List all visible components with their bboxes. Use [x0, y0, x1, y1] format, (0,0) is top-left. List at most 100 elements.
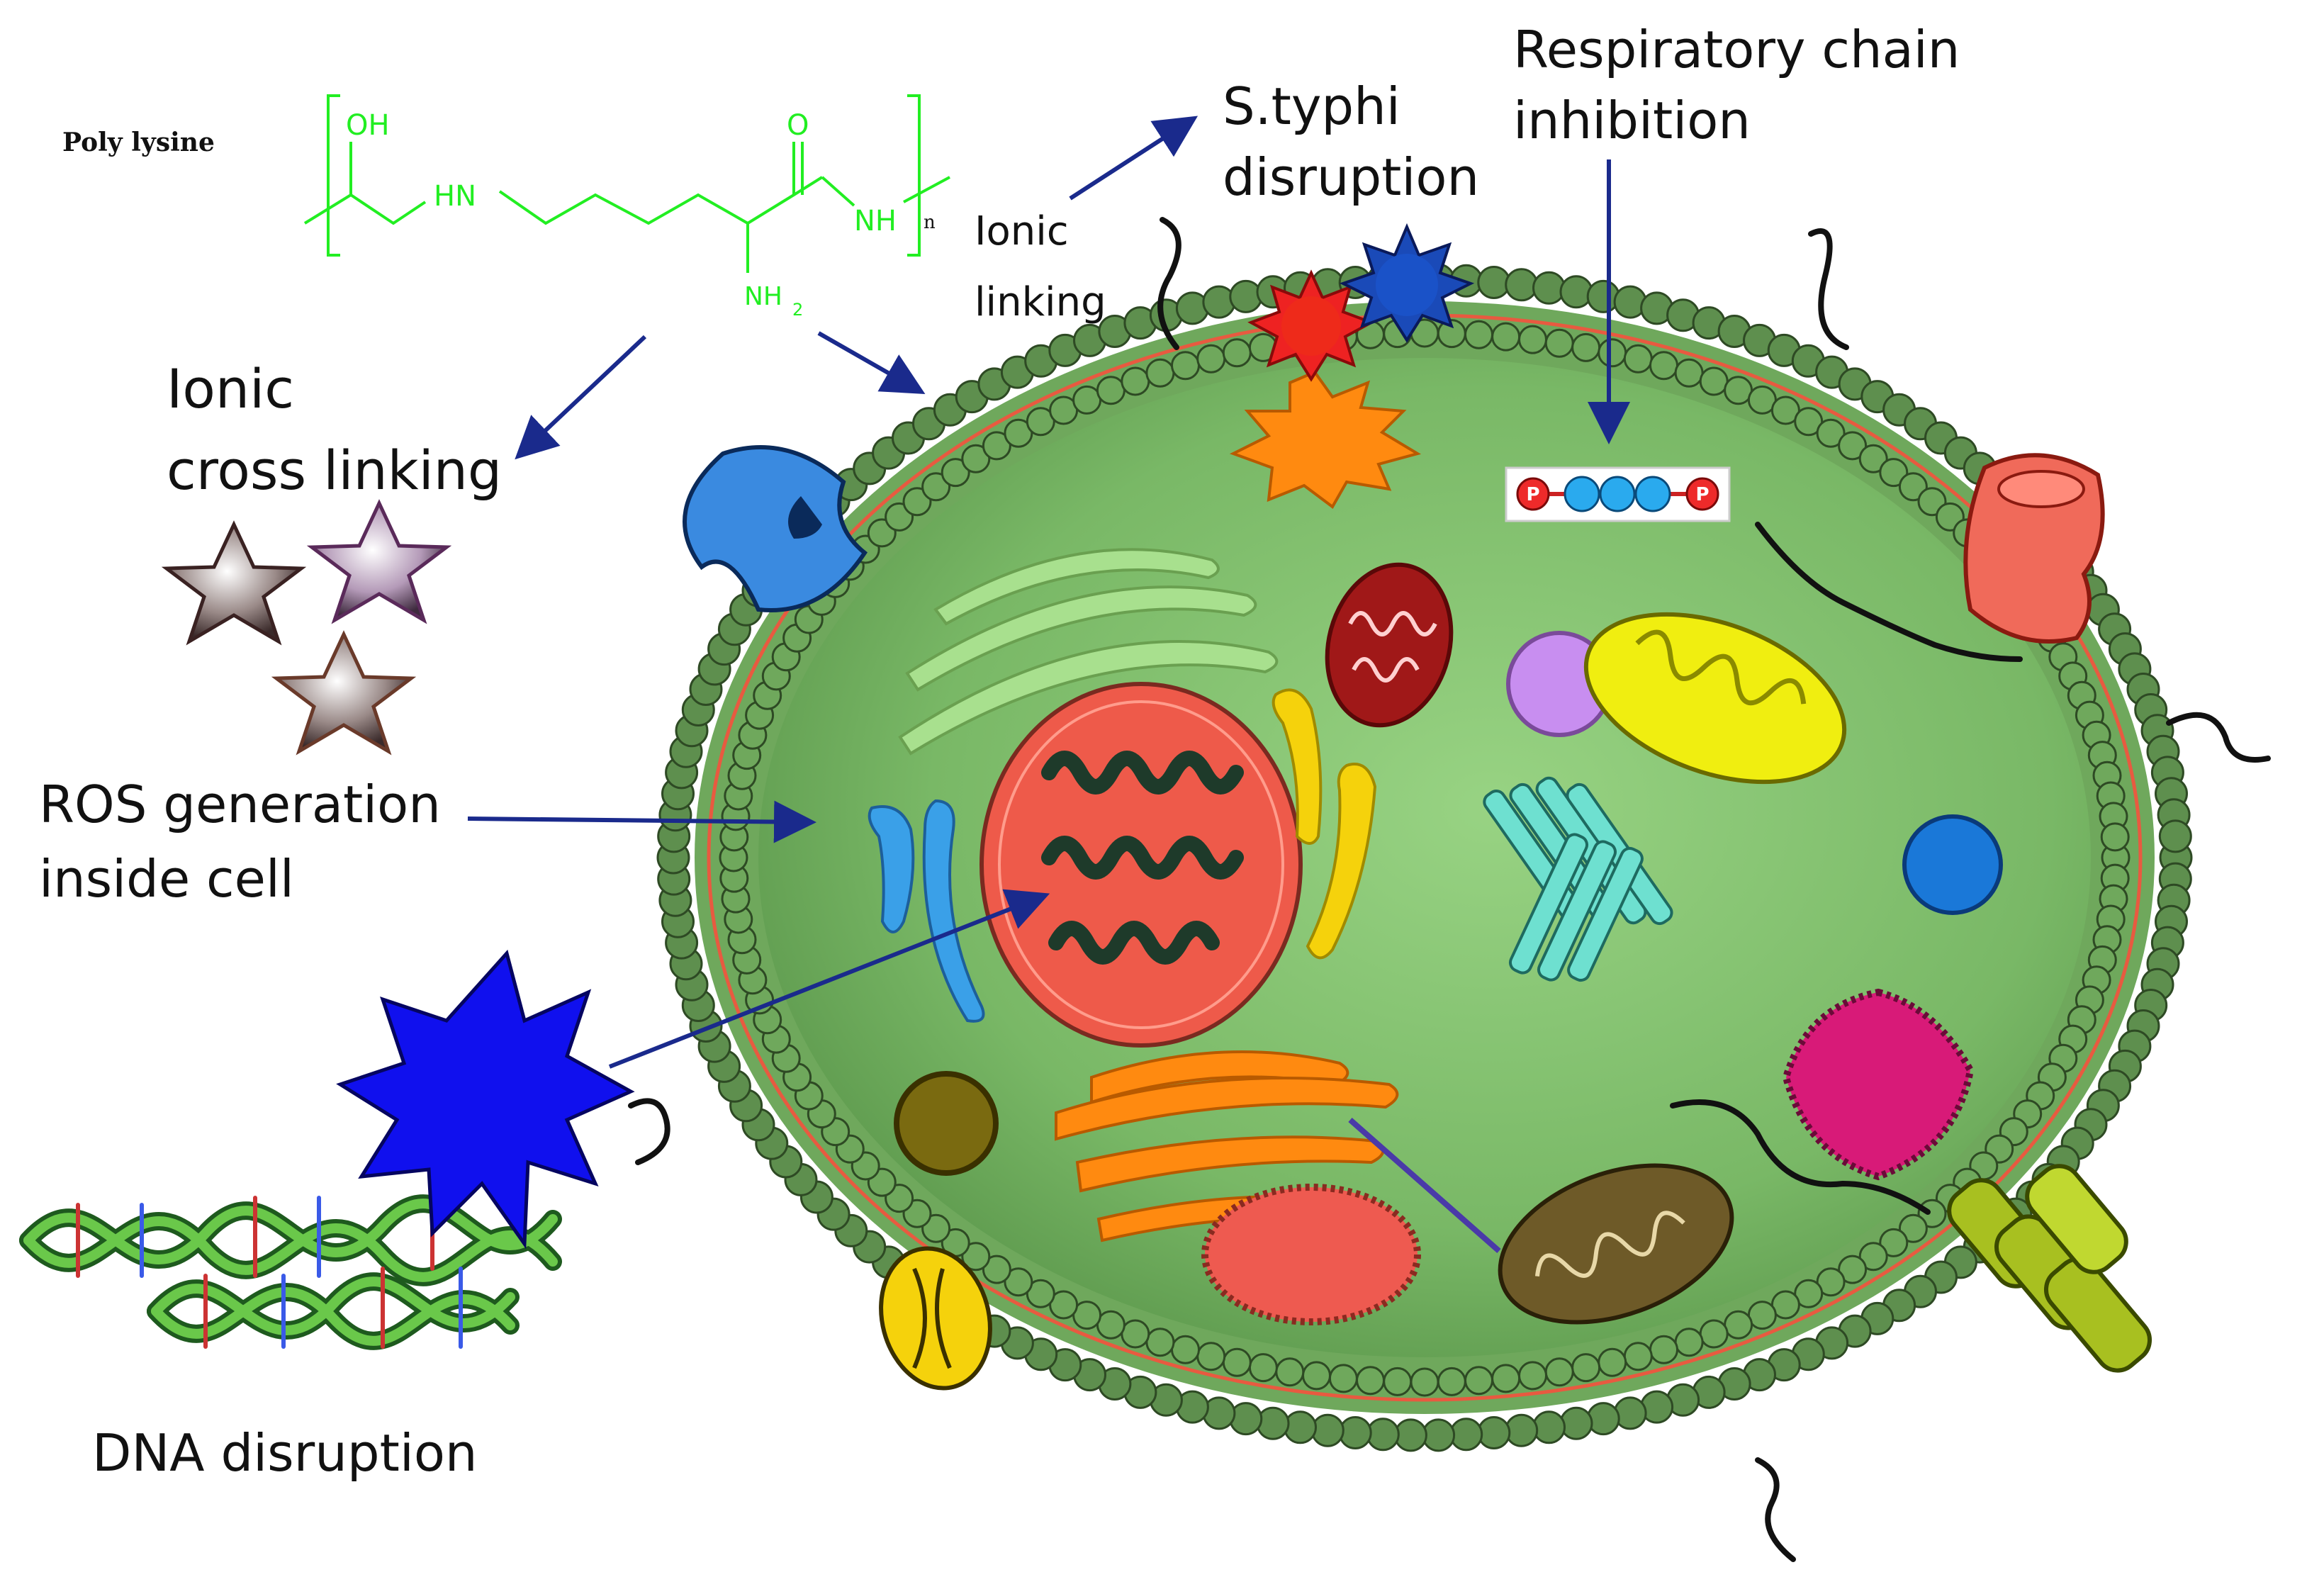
membrane-bead — [1026, 407, 1055, 437]
arrow-to-nucleus — [608, 889, 1050, 1069]
membrane-bead — [982, 431, 1011, 461]
membrane-bead — [1422, 1418, 1456, 1452]
membrane-bead — [1544, 1357, 1574, 1387]
mitochondrion-brown — [1498, 1163, 1734, 1325]
arrow-to-ros — [467, 800, 816, 843]
lysosome-magenta — [1782, 988, 1975, 1181]
membrane-bead — [1222, 338, 1252, 368]
membrane-bead — [1202, 285, 1236, 319]
s-typhi-blue — [1339, 223, 1475, 343]
membrane-bead — [1004, 418, 1033, 448]
membrane-bead — [1532, 271, 1566, 305]
membrane-bead — [1858, 444, 1888, 473]
membrane-bead — [1310, 1413, 1345, 1447]
membrane-bead — [1171, 1335, 1200, 1364]
hn-label: HN — [434, 180, 476, 213]
membrane-bead — [1356, 1366, 1385, 1396]
membrane-bead — [1917, 1199, 1947, 1228]
membrane-bead — [1838, 1255, 1868, 1284]
membrane-bead — [1196, 1342, 1226, 1371]
membrane-bead — [1302, 1361, 1331, 1391]
membrane-bead — [1229, 1402, 1263, 1436]
membrane-bead — [902, 487, 932, 517]
membrane-bead — [921, 1213, 951, 1243]
membrane-bead — [1794, 1279, 1824, 1308]
membrane-bead — [1879, 1228, 1909, 1257]
membrane-bead — [1222, 1347, 1252, 1377]
membrane-bead — [1559, 275, 1593, 309]
membrane-bead — [1026, 1279, 1055, 1308]
membrane-bead — [1571, 1353, 1601, 1383]
membrane-bead — [1145, 358, 1175, 388]
s-typhi-line1: S.typhi — [1223, 77, 1400, 136]
membrane-bead — [1724, 1310, 1753, 1340]
membrane-bead — [1256, 1406, 1290, 1440]
ionic-cross-linking-line1: Ionic — [167, 357, 294, 420]
membrane-bead — [1121, 1319, 1150, 1349]
cell: P P — [628, 217, 2271, 1562]
membrane-bead — [1096, 1310, 1125, 1340]
membrane-bead — [1747, 1301, 1777, 1330]
membrane-bead — [1724, 376, 1753, 405]
membrane-bead — [1858, 1242, 1888, 1272]
membrane-bead — [1623, 1342, 1653, 1371]
membrane-bead — [961, 1242, 991, 1272]
membrane-bead — [1518, 325, 1547, 354]
membrane-bead — [1477, 1416, 1511, 1449]
membrane-bead — [1838, 431, 1868, 461]
phosphate-right-label: P — [1695, 484, 1709, 505]
membrane-protein-red — [1963, 453, 2105, 644]
chromatin — [1041, 751, 1244, 965]
membrane-bead — [1491, 322, 1521, 352]
endoplasmic-reticulum-yellow — [1272, 688, 1377, 960]
membrane-bead — [1072, 385, 1102, 415]
rough-er-oval — [1201, 1184, 1421, 1325]
membrane-bead — [921, 472, 951, 502]
membrane-bead — [1171, 351, 1200, 381]
endoplasmic-reticulum-blue — [868, 799, 985, 1023]
crosslink-stars — [161, 499, 452, 756]
mitochondrion-red — [1325, 562, 1454, 728]
arrows — [467, 116, 1630, 1069]
membrane-protein-yellow — [879, 1246, 992, 1391]
s-typhi-line2: disruption — [1223, 147, 1479, 207]
membrane-bead — [1477, 266, 1511, 299]
ionic-linking-line1: Ionic — [975, 208, 1069, 254]
star-icon — [306, 499, 452, 624]
polylysine-atom-labels: OH HN O NH NH 2 n — [346, 109, 936, 320]
membrane-bead — [1532, 1410, 1566, 1444]
nh-label: NH — [854, 205, 897, 237]
polymer-name: Poly lysine — [62, 128, 215, 157]
membrane-bead — [1505, 1413, 1539, 1447]
membrane-bead — [1770, 395, 1800, 425]
membrane-bead — [1898, 472, 1928, 502]
membrane-bead — [1518, 1361, 1547, 1391]
membrane-bead — [1544, 328, 1574, 358]
squiggles — [628, 217, 2271, 1562]
arrow-to-crosslinking — [515, 335, 647, 460]
membrane-bead — [1410, 1367, 1439, 1397]
membrane-protein-olive — [1947, 1164, 2152, 1373]
golgi-apparatus — [898, 548, 1279, 756]
polylysine-structure — [303, 94, 950, 273]
membrane-bead — [1328, 1364, 1358, 1393]
membrane-bead — [1145, 1328, 1175, 1357]
ionic-linking-line2: linking — [975, 279, 1106, 325]
membrane-bead — [1586, 1402, 1620, 1436]
membrane-bead — [961, 444, 991, 473]
membrane-bead — [1649, 1335, 1678, 1364]
repeat-index: n — [924, 212, 936, 233]
respiratory-line1: Respiratory chain — [1513, 20, 1960, 79]
membrane-bead — [1196, 344, 1226, 374]
membrane-bead — [1571, 332, 1601, 362]
s-typhi-red — [1247, 269, 1375, 382]
nh2-subscript: 2 — [792, 300, 803, 320]
membrane-bead — [1879, 458, 1909, 488]
membrane-protein-blue — [683, 445, 868, 612]
membrane-bead — [1248, 1353, 1278, 1383]
membrane-bead — [1699, 366, 1729, 396]
arrow-to-cell — [817, 331, 926, 394]
membrane-bead — [1586, 279, 1620, 313]
membrane-bead — [1449, 1418, 1483, 1452]
